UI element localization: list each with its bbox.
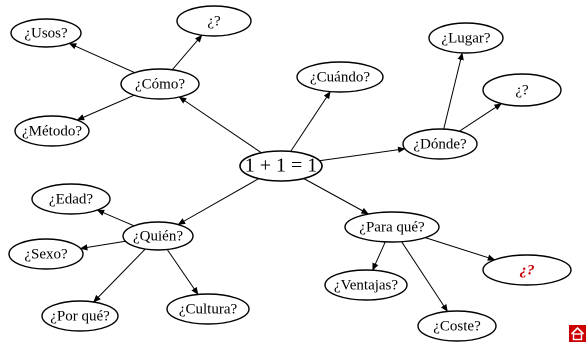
center-ellipse [239,150,323,182]
como-label: ¿Cómo? [135,76,185,92]
edge-quien-to-porque [93,248,146,303]
node-como_q: ¿? [176,5,252,37]
cuando-ellipse [296,61,384,93]
donde-ellipse [402,128,478,160]
edge-quien-to-cultura [166,249,199,295]
node-center: 1 + 1 = 1 [239,150,323,182]
edad-ellipse [31,183,111,215]
paraque-label: ¿Para qué? [359,219,425,235]
edge-paraque-to-coste [401,241,448,312]
node-coste: ¿Coste? [417,310,497,342]
como_q-ellipse [176,5,252,37]
donde-label: ¿Dónde? [413,136,467,152]
node-lugar: ¿Lugar? [428,22,504,54]
node-edad: ¿Edad? [31,183,111,215]
coste-ellipse [417,310,497,342]
quien-label: ¿Quién? [133,228,183,244]
edge-center-to-donde [319,146,406,162]
porque-ellipse [41,300,119,332]
paraque_q-ellipse [482,254,572,286]
como_q-label: ¿? [207,13,221,29]
node-ventajas: ¿Ventajas? [324,269,408,301]
paraque_q-label: ¿? [520,262,535,278]
lugar-ellipse [428,22,504,54]
paraque-ellipse [344,211,440,243]
node-cuando: ¿Cuándo? [296,61,384,93]
edge-quien-to-sexo [79,240,126,251]
usos-label: ¿Usos? [24,25,68,41]
ventajas-label: ¿Ventajas? [334,277,398,293]
como-ellipse [120,68,200,100]
node-paraque_q: ¿? [482,254,572,286]
metodo-label: ¿Método? [22,123,82,139]
edge-como-to-usos [68,42,135,74]
node-quien: ¿Quién? [122,221,194,251]
node-usos: ¿Usos? [10,18,82,48]
edad-label: ¿Edad? [49,191,93,207]
edge-donde-to-lugar [443,52,464,130]
node-como: ¿Cómo? [120,68,200,100]
edge-center-to-quien [177,178,260,225]
edge-center-to-cuando [290,91,331,152]
home-button[interactable] [569,325,586,342]
node-cultura: ¿Cultura? [166,293,250,325]
sexo-label: ¿Sexo? [24,246,68,262]
usos-ellipse [10,18,82,48]
node-donde: ¿Dónde? [402,128,478,160]
donde_q-ellipse [482,73,562,107]
edge-paraque-to-ventajas [372,241,386,271]
cuando-label: ¿Cuándo? [310,69,370,85]
home-icon [570,326,585,341]
porque-label: ¿Por qué? [50,308,110,324]
donde_q-label: ¿? [515,82,529,98]
node-porque: ¿Por qué? [41,300,119,332]
node-paraque: ¿Para qué? [344,211,440,243]
coste-label: ¿Coste? [433,318,481,334]
lugar-label: ¿Lugar? [441,30,490,46]
node-sexo: ¿Sexo? [8,238,84,270]
cultura-label: ¿Cultura? [179,301,238,317]
sexo-ellipse [8,238,84,270]
center-label: 1 + 1 = 1 [245,155,318,177]
node-donde_q: ¿? [482,73,562,107]
edge-como-to-metodo [76,94,135,121]
node-metodo: ¿Método? [14,115,90,147]
edge-donde-to-donde_q [459,103,502,132]
edge-quien-to-edad [96,209,135,227]
edge-como-to-como_q [171,34,203,71]
cultura-ellipse [166,293,250,325]
metodo-ellipse [14,115,90,147]
ventajas-ellipse [324,269,408,301]
edge-center-to-como [178,96,262,154]
quien-ellipse [122,221,194,251]
edge-paraque-to-paraque_q [425,237,496,261]
edge-center-to-paraque [303,178,369,215]
